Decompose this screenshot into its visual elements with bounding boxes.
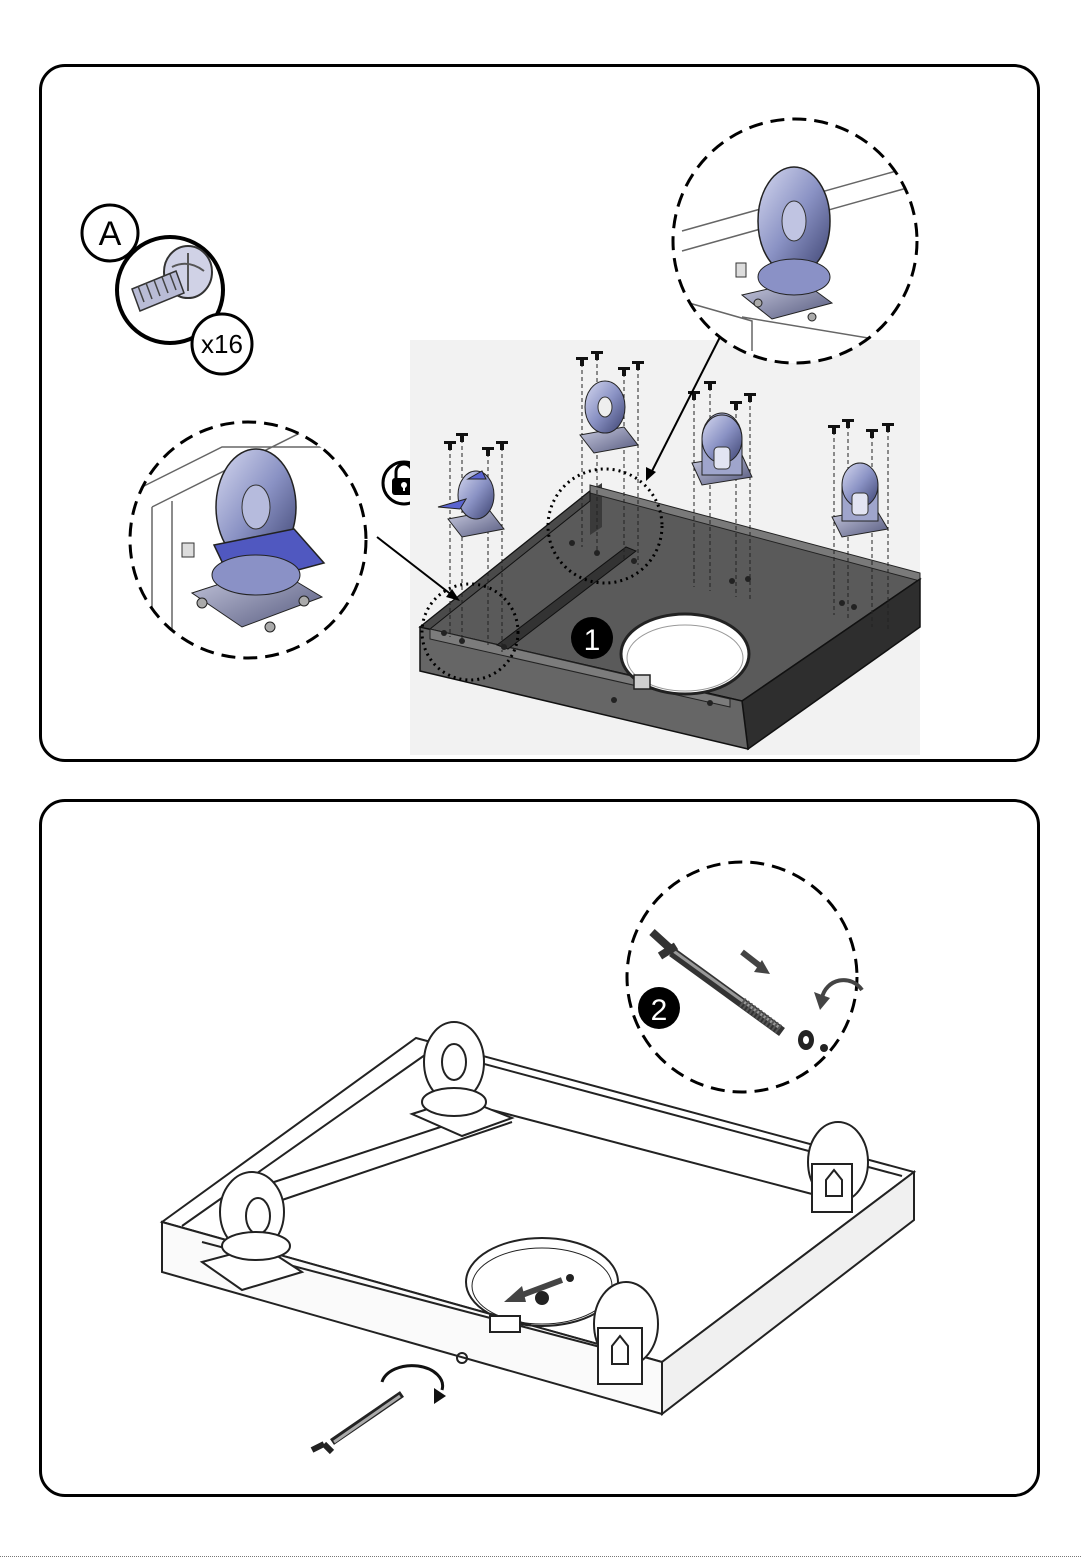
step-1-number: 1 <box>584 624 601 657</box>
step-1-illustration: A x16 <box>42 67 1040 762</box>
part-a-callout: A x16 <box>82 205 252 374</box>
part-quantity: x16 <box>201 329 243 359</box>
caster-back-left-outline <box>412 1022 512 1136</box>
caster-back-right-outline <box>808 1122 868 1212</box>
zoom-detail-lock-caster <box>130 377 422 717</box>
bolt-below <box>312 1366 446 1452</box>
step-2-illustration: 2 <box>42 802 1040 1497</box>
zoom-detail-swivel-caster <box>673 119 932 363</box>
zoom-detail-bolt: 2 <box>627 862 862 1092</box>
caster-front-left-outline <box>202 1172 302 1290</box>
step-2-number: 2 <box>651 994 668 1027</box>
insert-direction-arrow <box>504 1274 574 1305</box>
base-frame: 1 <box>410 340 920 755</box>
page-footer-rule <box>0 1556 1081 1557</box>
part-letter: A <box>99 215 122 253</box>
step-1-panel: A x16 <box>39 64 1040 762</box>
step-2-panel: 2 <box>39 799 1040 1497</box>
